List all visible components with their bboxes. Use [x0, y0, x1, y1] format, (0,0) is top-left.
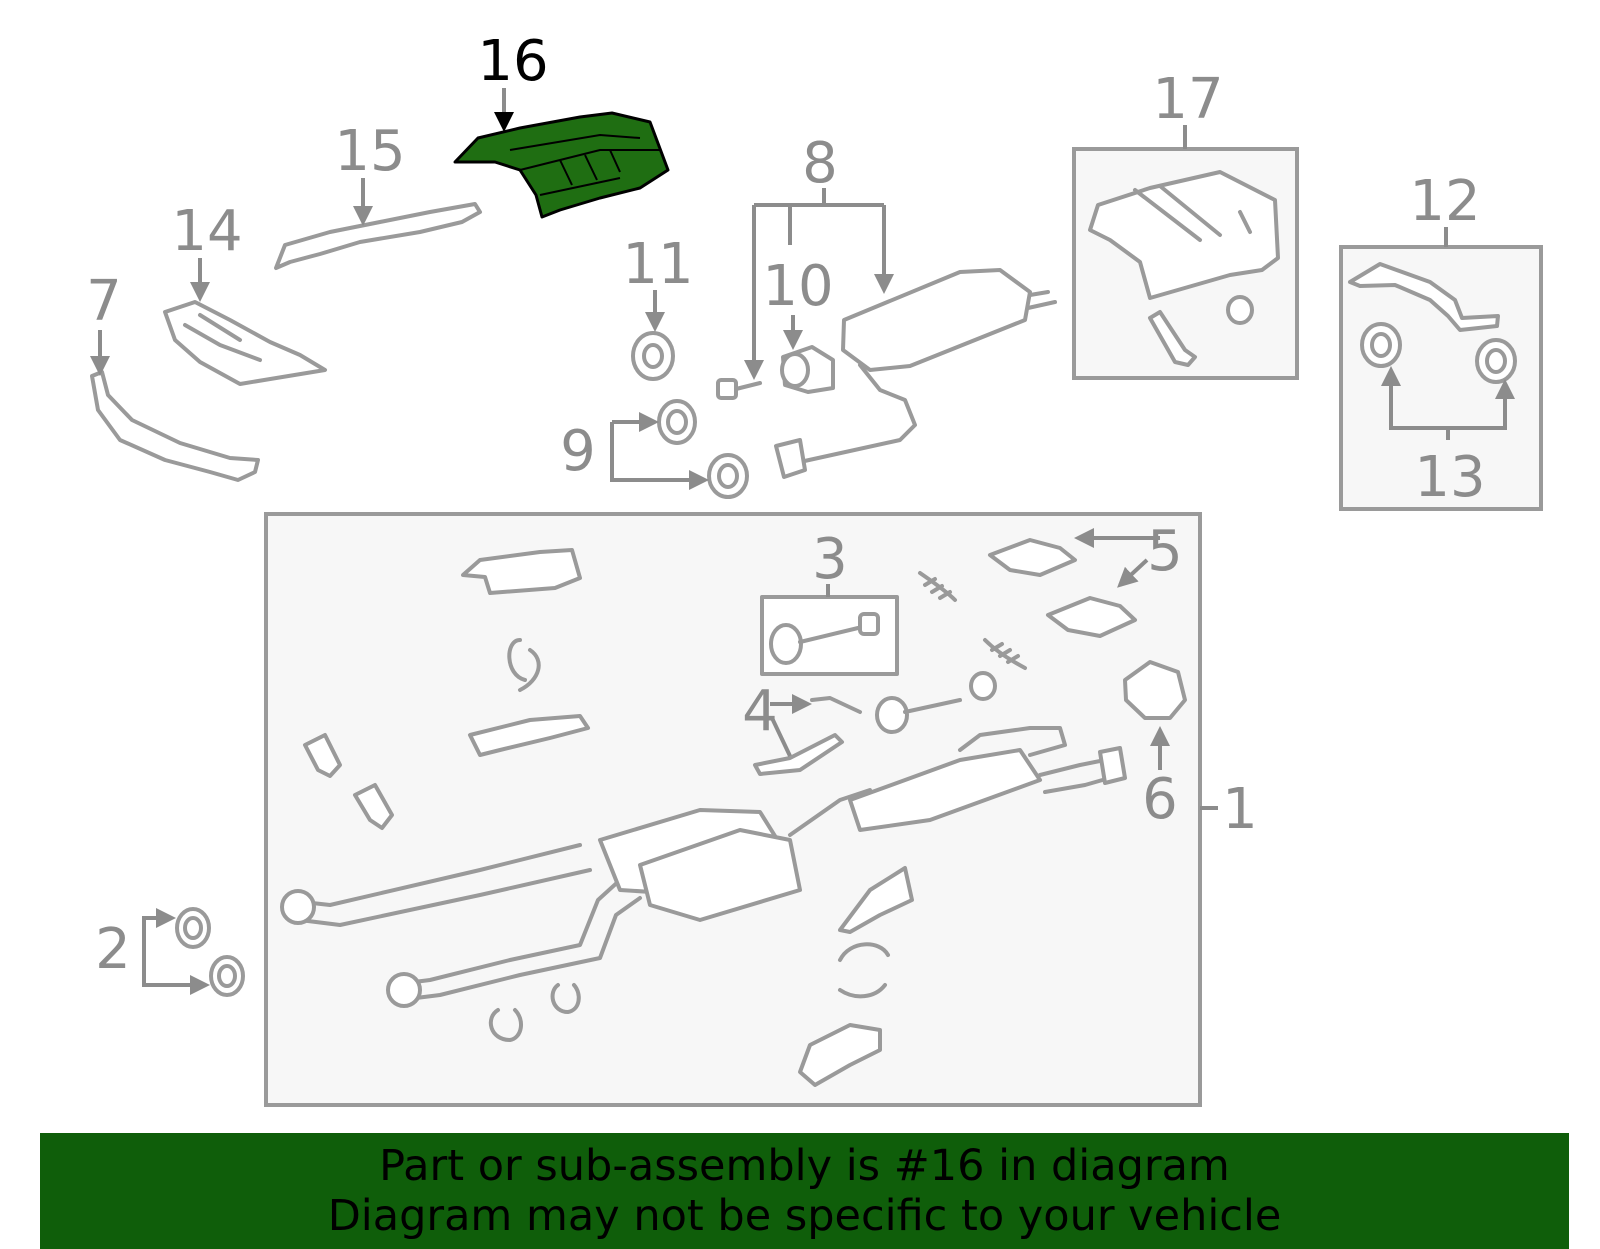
part-2-gaskets: [175, 907, 245, 997]
callout-9: 9: [560, 419, 596, 484]
part-16-heat-shield[interactable]: [453, 111, 670, 219]
kit-12-bracket: [1348, 262, 1500, 332]
part-7-bracket: [90, 370, 260, 482]
callout-2: 2: [95, 917, 131, 982]
callout-11: 11: [622, 232, 693, 297]
callout-4: 4: [742, 679, 778, 744]
callout-8: 8: [802, 131, 838, 196]
part-14-heat-shield: [163, 300, 327, 386]
callout-7: 7: [86, 269, 122, 334]
main-assembly-parts: [280, 538, 1187, 1087]
kit-17-parts: [1088, 170, 1280, 367]
banner-line-2: Diagram may not be specific to your vehi…: [327, 1191, 1282, 1241]
leader-lines: [90, 88, 1515, 995]
callout-13: 13: [1414, 445, 1485, 510]
callout-16: 16: [477, 29, 548, 94]
callout-3: 3: [812, 527, 848, 592]
callout-15: 15: [334, 119, 405, 184]
callout-17: 17: [1152, 67, 1223, 132]
callout-14: 14: [171, 199, 242, 264]
part-15-bracket: [274, 202, 482, 270]
callout-6: 6: [1142, 767, 1178, 832]
callout-12: 12: [1409, 169, 1480, 234]
part-8-bolt: [716, 378, 762, 400]
callout-1: 1: [1222, 777, 1258, 842]
part-11-hanger: [631, 331, 675, 381]
info-banner: Part or sub-assembly is #16 in diagram D…: [40, 1133, 1569, 1249]
kit-13-hangers: [1360, 322, 1517, 384]
callout-10: 10: [762, 254, 833, 319]
part-9-gaskets: [657, 399, 749, 499]
banner-line-1: Part or sub-assembly is #16 in diagram: [379, 1141, 1230, 1191]
callout-5: 5: [1147, 519, 1183, 584]
part-8-muffler: [774, 268, 1057, 479]
part-10-sensor-boss: [780, 345, 835, 394]
